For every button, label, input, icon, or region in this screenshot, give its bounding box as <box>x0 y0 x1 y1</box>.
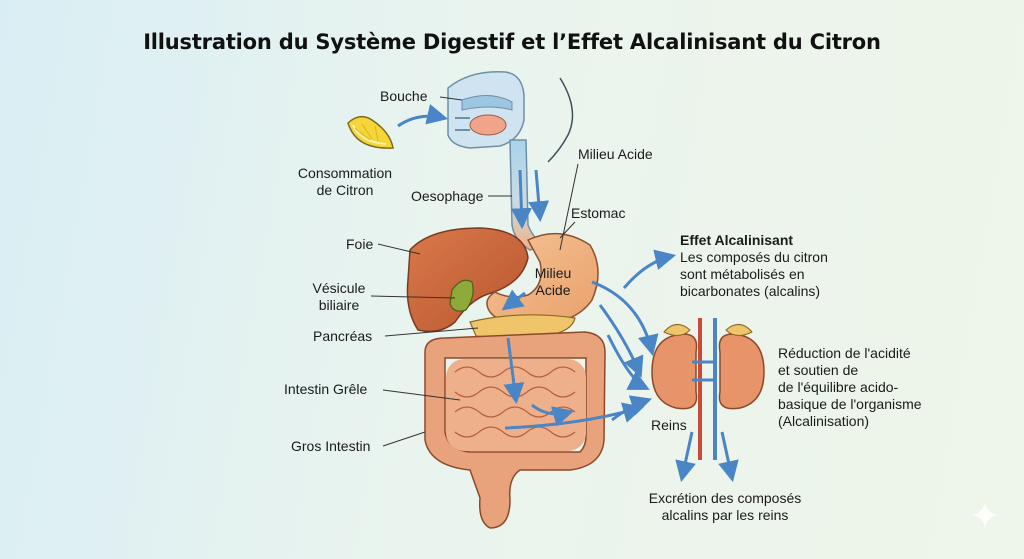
sparkle-icon <box>972 502 998 528</box>
label-milieu-acide-stomach-line1: Milieu <box>534 265 572 281</box>
label-milieu-acide-stomach-line2: Acide <box>535 282 571 298</box>
label-milieu-acide-top: Milieu Acide <box>578 146 653 162</box>
label-vesicule-line1: Vésicule <box>312 280 366 296</box>
label-gros-intestin: Gros Intestin <box>291 438 371 454</box>
reduction-line2: et soutien de <box>778 362 859 378</box>
gallbladder-illustration <box>449 279 474 312</box>
effet-alcalinisant-block: Effet Alcalinisant Les composés du citro… <box>680 232 828 300</box>
excretion-block: Excrétion des composés alcalins par les … <box>630 490 820 524</box>
lemon-slice-icon <box>347 115 394 149</box>
label-oesophage: Oesophage <box>411 188 484 204</box>
label-leader-lines <box>370 96 579 447</box>
small-intestine-illustration <box>446 359 586 451</box>
label-consommation-line1: Consommation <box>297 165 393 181</box>
reduction-line1: Réduction de l'acidité <box>778 345 911 361</box>
label-intestin-grele: Intestin Grêle <box>284 381 368 397</box>
reduction-line3: de l'équilibre acido- <box>778 379 899 395</box>
label-vesicule-line2: biliaire <box>318 297 360 313</box>
label-estomac: Estomac <box>571 205 626 221</box>
effet-line3: bicarbonates (alcalins) <box>680 283 821 299</box>
label-consommation: Consommation de Citron <box>290 165 400 199</box>
page-title: Illustration du Système Digestif et l’Ef… <box>143 30 881 54</box>
effet-heading: Effet Alcalinisant <box>680 232 794 248</box>
effet-line1: Les composés du citron <box>680 249 828 265</box>
effet-line2: sont métabolisés en <box>680 266 805 282</box>
esophagus-illustration <box>509 139 548 251</box>
label-consommation-line2: de Citron <box>316 182 374 198</box>
label-foie: Foie <box>346 236 374 252</box>
head-mouth-illustration <box>447 71 574 163</box>
reduction-line5: (Alcalinisation) <box>778 413 870 429</box>
reduction-line4: basique de l'organisme <box>778 396 922 412</box>
liver-illustration <box>406 227 529 333</box>
reduction-block: Réduction de l'acidité et soutien de de … <box>778 345 922 430</box>
excretion-line1: Excrétion des composés <box>648 490 802 506</box>
excretion-line2: alcalins par les reins <box>661 507 789 523</box>
label-vesicule: Vésicule biliaire <box>306 280 372 314</box>
kidneys-illustration <box>651 318 765 460</box>
label-reins: Reins <box>651 417 687 433</box>
label-milieu-acide-stomach: Milieu Acide <box>528 265 578 299</box>
label-pancreas: Pancréas <box>313 328 373 344</box>
label-bouche: Bouche <box>380 88 428 104</box>
flow-arrows <box>397 103 739 483</box>
